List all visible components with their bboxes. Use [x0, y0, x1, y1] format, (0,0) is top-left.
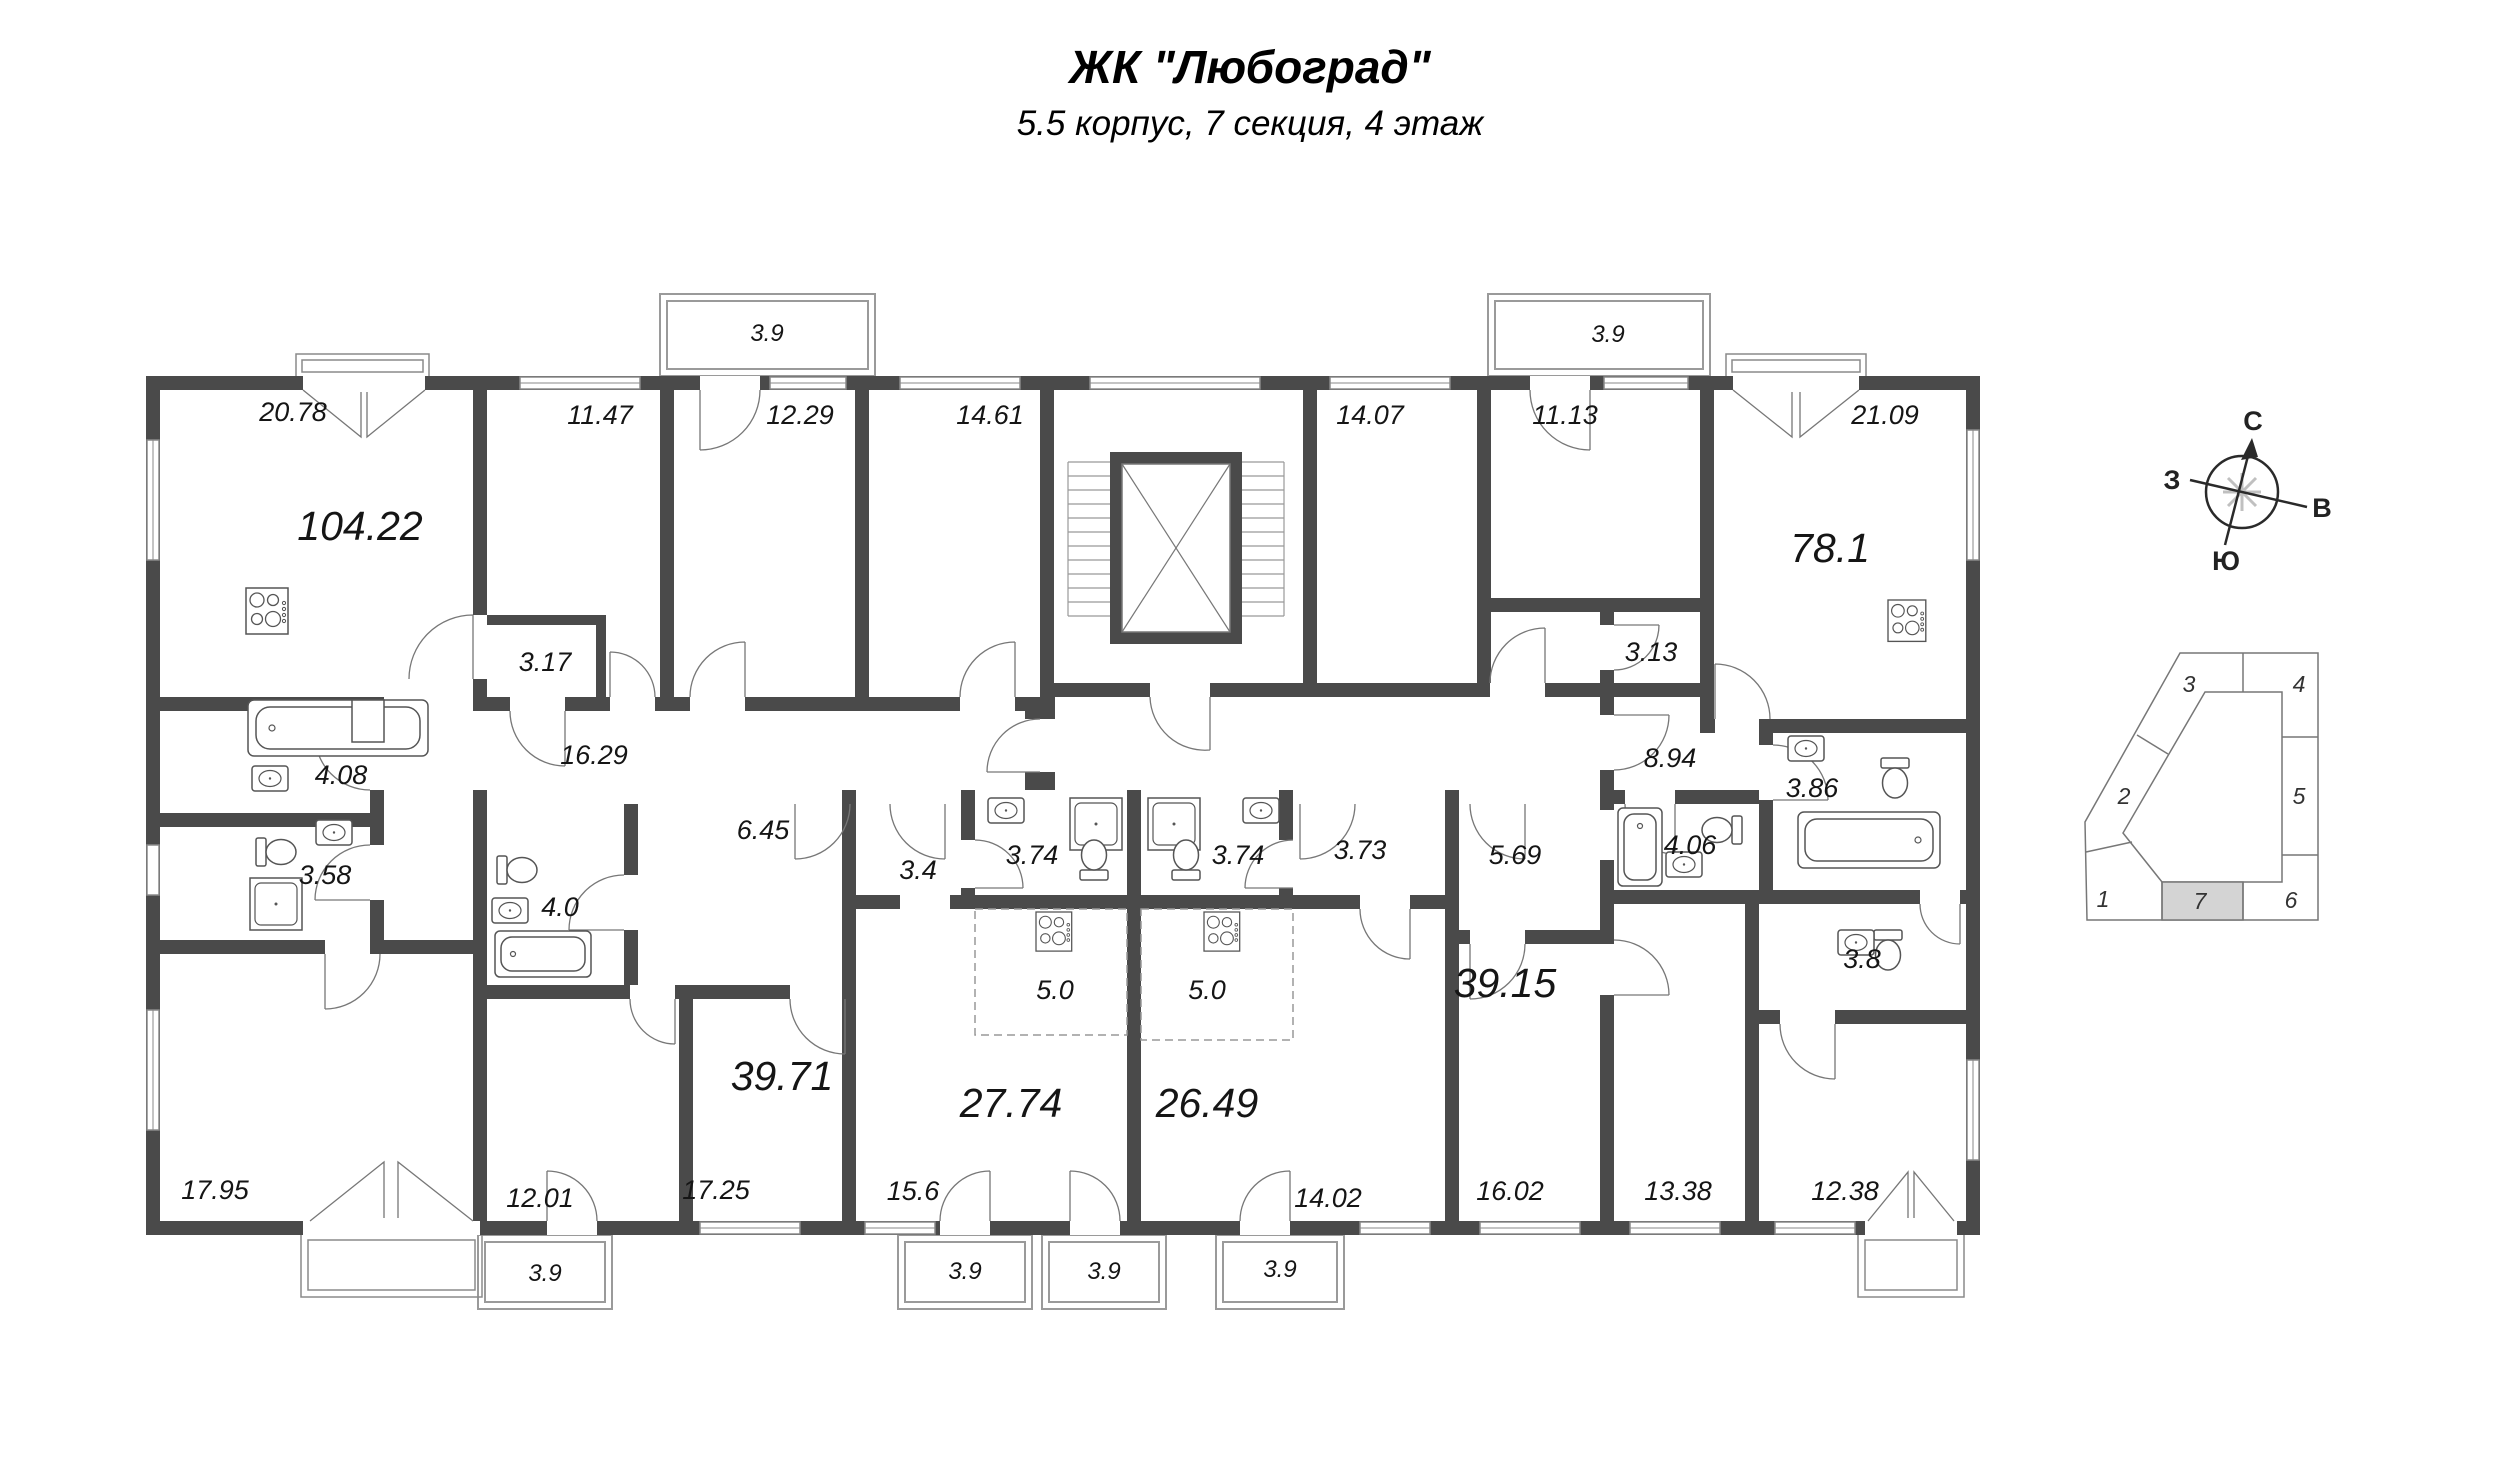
sink-icon: [1787, 735, 1825, 762]
minimap-section-label: 1: [2097, 886, 2110, 912]
room-area-label: 3.86: [1786, 773, 1840, 803]
room-area-label: 17.25: [682, 1175, 751, 1205]
sink-icon: [987, 797, 1025, 824]
room-area-label: 3.58: [299, 860, 352, 890]
fixtures: [245, 587, 1941, 978]
room-area-label: 3.17: [519, 647, 573, 677]
apartment-area-label: 27.74: [959, 1080, 1063, 1126]
kitchen-zones: [974, 908, 1294, 1041]
elevator-icon: [1110, 452, 1242, 644]
apartment-area-label: 78.1: [1790, 525, 1870, 571]
apartment-area-label: 26.49: [1155, 1080, 1259, 1126]
minimap-section-label: 3: [2183, 671, 2196, 697]
minimap-section-label: 2: [2117, 783, 2131, 809]
room-area-label: 3.74: [1212, 840, 1265, 870]
room-area-label: 15.6: [887, 1176, 941, 1206]
room-area-label: 6.45: [737, 815, 791, 845]
balcony-area-label: 3.9: [948, 1258, 981, 1285]
stove-icon: [1035, 911, 1073, 952]
room-area-label: 14.61: [956, 400, 1024, 430]
bathtub-icon: [247, 699, 429, 757]
stove-icon: [1203, 911, 1241, 952]
room-area-label: 4.06: [1664, 830, 1718, 860]
page-title: ЖК "Любоград": [1069, 41, 1431, 93]
stove-icon: [1887, 599, 1927, 643]
room-area-label: 3.73: [1334, 835, 1387, 865]
room-area-label: 16.02: [1476, 1176, 1544, 1206]
sink-icon: [1242, 797, 1280, 824]
compass-circle: [2204, 454, 2280, 530]
compass-south-label: Ю: [2212, 546, 2240, 576]
compass-west-label: З: [2164, 465, 2181, 495]
compass: С В Ю З: [2164, 406, 2332, 576]
room-area-label: 14.02: [1294, 1183, 1362, 1213]
room-area-label: 4.08: [315, 760, 368, 790]
apartment-area-label: 104.22: [297, 503, 423, 549]
room-area-label: 12.38: [1811, 1176, 1879, 1206]
area-labels: 104.22 78.1 39.71 27.74 26.49 39.15 20.7…: [181, 320, 1919, 1287]
room-area-label: 3.13: [1625, 637, 1678, 667]
room-area-label: 5.0: [1188, 975, 1226, 1005]
apartment-area-label: 39.15: [1454, 960, 1557, 1006]
room-area-label: 4.0: [541, 892, 579, 922]
compass-north-label: С: [2243, 406, 2263, 436]
room-area-label: 3.74: [1006, 840, 1059, 870]
sink-icon: [491, 897, 529, 924]
bathtub-icon: [1617, 807, 1663, 887]
minimap-section-label: 7: [2194, 888, 2208, 914]
balcony-area-label: 3.9: [528, 1260, 561, 1287]
bay-door-leaves: [302, 389, 1955, 1222]
toilet-icon: [496, 855, 538, 885]
sink-icon: [315, 819, 353, 846]
exterior-door-gaps: [303, 376, 1957, 1235]
minimap-section-label: 5: [2293, 783, 2306, 809]
room-area-label: 12.29: [766, 400, 834, 430]
bathtub-icon: [1797, 811, 1941, 869]
room-area-label: 21.09: [1850, 400, 1919, 430]
toilet-icon: [255, 837, 297, 867]
room-area-label: 16.29: [560, 740, 628, 770]
compass-east-label: В: [2312, 493, 2332, 523]
room-area-label: 13.38: [1644, 1176, 1712, 1206]
minimap-section-label: 6: [2285, 887, 2298, 913]
room-area-label: 11.13: [1532, 400, 1598, 430]
room-area-label: 3.4: [899, 855, 937, 885]
stove-icon: [245, 587, 289, 635]
balcony-area-label: 3.9: [750, 320, 783, 347]
sink-icon: [251, 765, 289, 792]
apartment-area-label: 39.71: [731, 1053, 834, 1099]
building-minimap: 1 2 3 4 5 6 7: [2084, 652, 2319, 921]
room-area-label: 5.69: [1489, 840, 1542, 870]
shower-icon: [249, 877, 303, 931]
minimap-section-label: 4: [2293, 671, 2306, 697]
room-area-label: 12.01: [506, 1183, 574, 1213]
window-midlines: [152, 382, 1974, 1229]
room-area-label: 17.95: [181, 1175, 250, 1205]
room-area-label: 14.07: [1336, 400, 1405, 430]
stairs-icon: [1067, 461, 1285, 617]
page-header: ЖК "Любоград" 5.5 корпус, 7 секция, 4 эт…: [0, 40, 2500, 144]
balcony-area-label: 3.9: [1591, 321, 1624, 348]
room-area-label: 20.78: [258, 397, 327, 427]
page-subtitle: 5.5 корпус, 7 секция, 4 этаж: [1016, 104, 1484, 143]
walls: [146, 376, 1980, 1235]
room-area-label: 8.94: [1644, 743, 1697, 773]
balcony-area-label: 3.9: [1263, 1256, 1296, 1283]
toilet-icon: [1171, 839, 1201, 881]
room-area-label: 3.8: [1843, 944, 1881, 974]
washer-icon: [351, 699, 385, 743]
compass-north-arrow: [2241, 438, 2258, 460]
balcony-area-label: 3.9: [1087, 1258, 1120, 1285]
toilet-icon: [1079, 839, 1109, 881]
room-area-label: 11.47: [567, 400, 634, 430]
room-area-label: 5.0: [1036, 975, 1074, 1005]
bathtub-icon: [494, 930, 592, 978]
toilet-icon: [1880, 757, 1910, 799]
